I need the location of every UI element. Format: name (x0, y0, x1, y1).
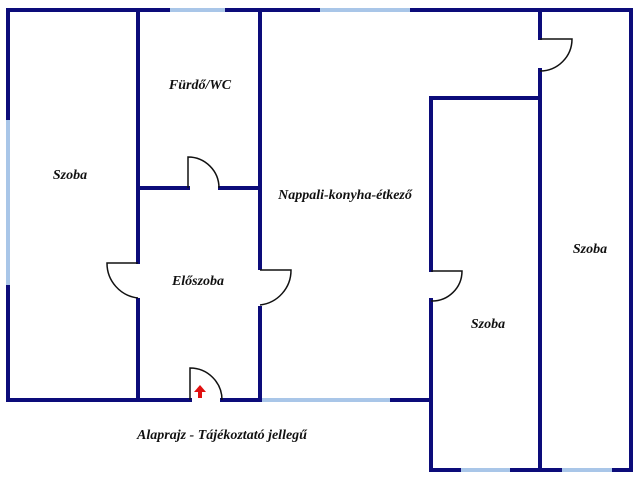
room-label-living: Nappali-konyha-étkező (278, 188, 412, 203)
room-label-left: Szoba (52, 168, 88, 183)
entrance-arrow-icon (194, 385, 206, 398)
room-label-hall: Előszoba (171, 274, 225, 289)
doors (106, 38, 573, 401)
windows (6, 8, 612, 472)
plan-caption: Alaprajz - Tájékoztató jellegű (137, 428, 307, 443)
room-label-right: Szoba (572, 242, 608, 257)
room-label-bathroom: Fürdő/WC (168, 78, 232, 93)
walls (6, 8, 633, 472)
room-label-middle: Szoba (470, 317, 506, 332)
